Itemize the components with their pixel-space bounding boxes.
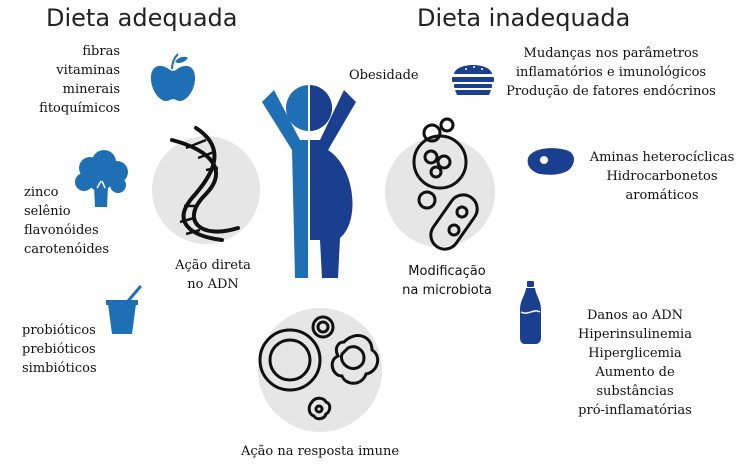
dna-action-label: Ação direta no ADN [158,256,268,294]
burger-icon [452,65,494,95]
list-item: no ADN [158,275,268,294]
soda-bottle-icon [520,281,541,344]
microbiota-label: Modificação na microbiota [392,262,502,300]
list-item: Ação direta [158,256,268,275]
list-item: na microbiota [392,281,502,300]
apple-icon [151,54,195,101]
obesity-label: Obesidade [349,66,419,85]
microbiota-circle [385,137,495,247]
meat-icon [528,148,574,175]
broccoli-icon [75,150,128,207]
immune-label: Ação na resposta imune [230,442,410,461]
person-icon [262,84,356,282]
immune-circle [258,308,382,432]
yogurt-icon [106,287,140,334]
list-item: Modificação [392,262,502,281]
dna-circle [152,136,260,244]
